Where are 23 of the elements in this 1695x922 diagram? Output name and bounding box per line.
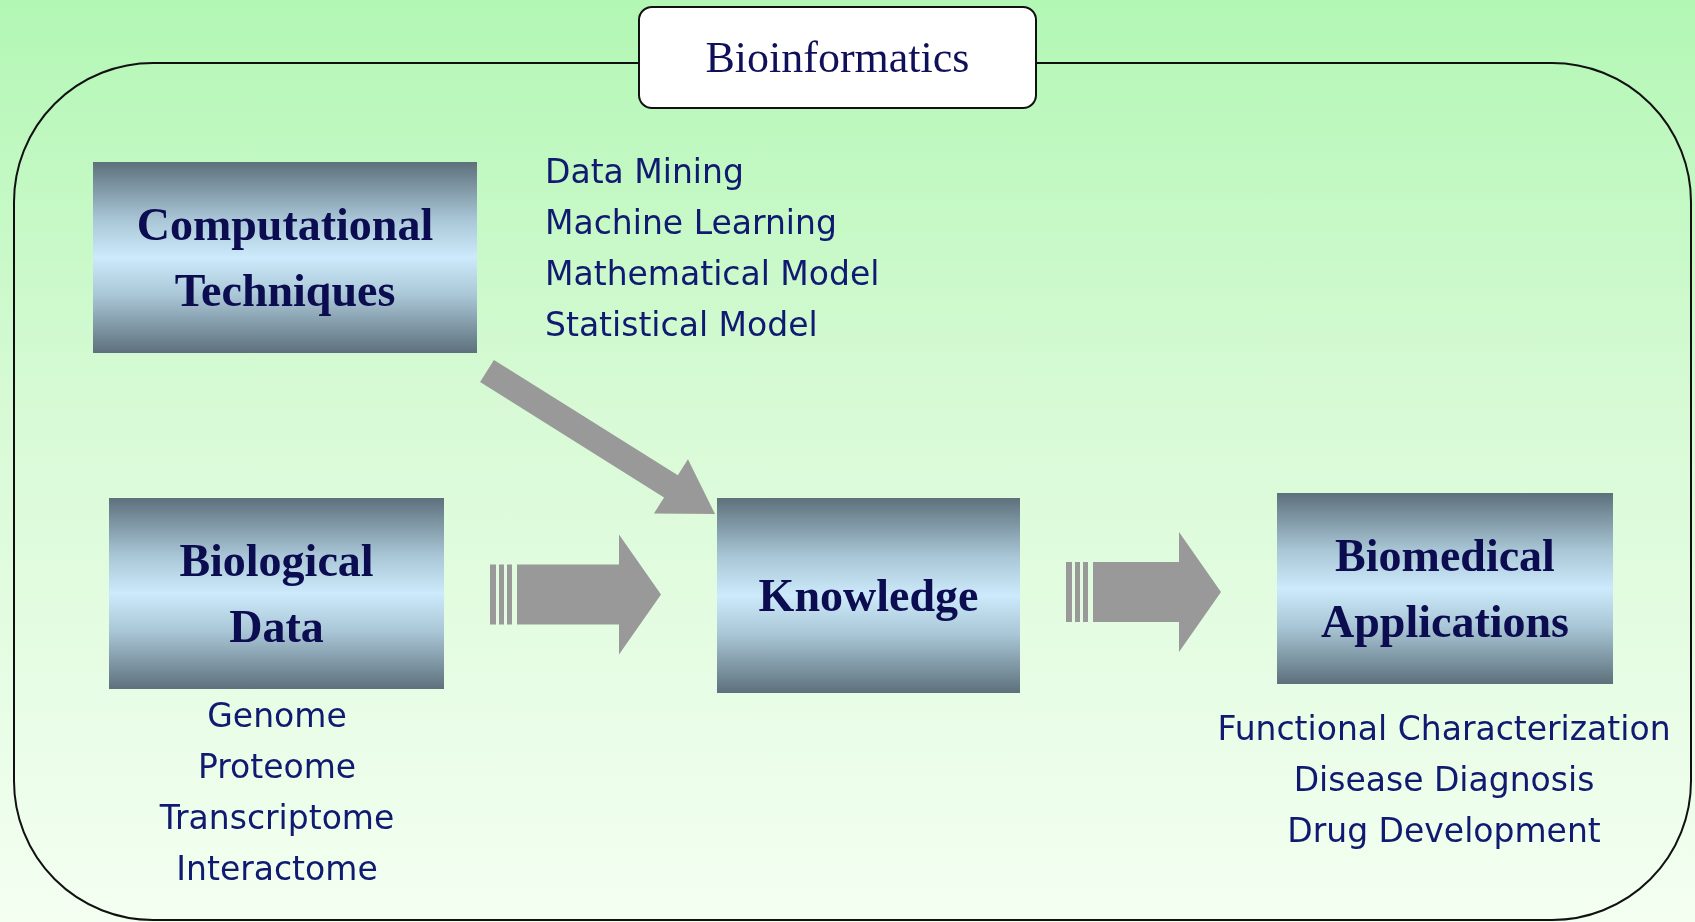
- list-text: Transcriptome: [158, 797, 396, 839]
- box-label: Knowledge: [758, 568, 979, 623]
- gradient-box: [1277, 493, 1613, 684]
- list-text: Statistical Model: [545, 304, 819, 346]
- block-arrow: [1066, 532, 1221, 652]
- block-arrow: [480, 360, 715, 514]
- box-label: Biomedical Applications: [1320, 528, 1570, 649]
- list-text: Functional Characterization: [1216, 708, 1672, 750]
- list-text: Machine Learning: [545, 202, 838, 244]
- list-text: Interactome: [175, 848, 379, 890]
- gradient-box: [717, 498, 1020, 693]
- list-text: Genome: [206, 695, 348, 737]
- list-text: Data Mining: [545, 151, 745, 193]
- list-text: Mathematical Model: [545, 253, 881, 295]
- gradient-box: [109, 498, 444, 689]
- heading-box: Bioinformatics: [638, 6, 1037, 109]
- list-text: Proteome: [196, 746, 358, 788]
- list-text: Drug Development: [1286, 810, 1602, 852]
- block-arrow: [490, 534, 661, 655]
- box-label: Computational Techniques: [135, 197, 435, 318]
- box-label: Biological Data: [178, 533, 375, 654]
- list-text: Disease Diagnosis: [1292, 759, 1596, 801]
- gradient-box: [93, 162, 477, 353]
